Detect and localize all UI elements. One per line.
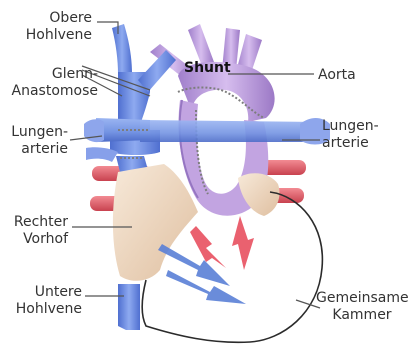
label-gemeinsame-kammer-line-2: Kammer: [316, 307, 408, 324]
label-obere-hohlvene-line-1: Obere: [10, 10, 92, 27]
label-aorta: Aorta: [318, 67, 356, 84]
label-glenn-anastomose: Glenn- Anastomose: [2, 66, 98, 100]
label-shunt: Shunt: [184, 60, 231, 77]
label-untere-hohlvene-line-2: Hohlvene: [2, 301, 82, 318]
label-glenn-line-1: Glenn-: [2, 66, 98, 83]
label-lungenarterie-right: Lungen- arterie: [322, 118, 394, 152]
label-lungenarterie-left-line-1: Lungen-: [2, 124, 68, 141]
label-lungenarterie-right-line-1: Lungen-: [322, 118, 394, 135]
label-rechter-vorhof-line-1: Rechter: [2, 214, 68, 231]
label-gemeinsame-kammer: Gemeinsame Kammer: [316, 290, 408, 324]
label-gemeinsame-kammer-line-1: Gemeinsame: [316, 290, 408, 307]
label-lungenarterie-left: Lungen- arterie: [2, 124, 68, 158]
label-untere-hohlvene: Untere Hohlvene: [2, 284, 82, 318]
label-lungenarterie-right-line-2: arterie: [322, 135, 394, 152]
label-glenn-line-2: Anastomose: [2, 83, 98, 100]
label-untere-hohlvene-line-1: Untere: [2, 284, 82, 301]
label-obere-hohlvene: Obere Hohlvene: [10, 10, 92, 44]
label-obere-hohlvene-line-2: Hohlvene: [10, 27, 92, 44]
label-rechter-vorhof: Rechter Vorhof: [2, 214, 68, 248]
label-rechter-vorhof-line-2: Vorhof: [2, 231, 68, 248]
label-lungenarterie-left-line-2: arterie: [2, 141, 68, 158]
inferior-vena-cava: [118, 284, 140, 330]
